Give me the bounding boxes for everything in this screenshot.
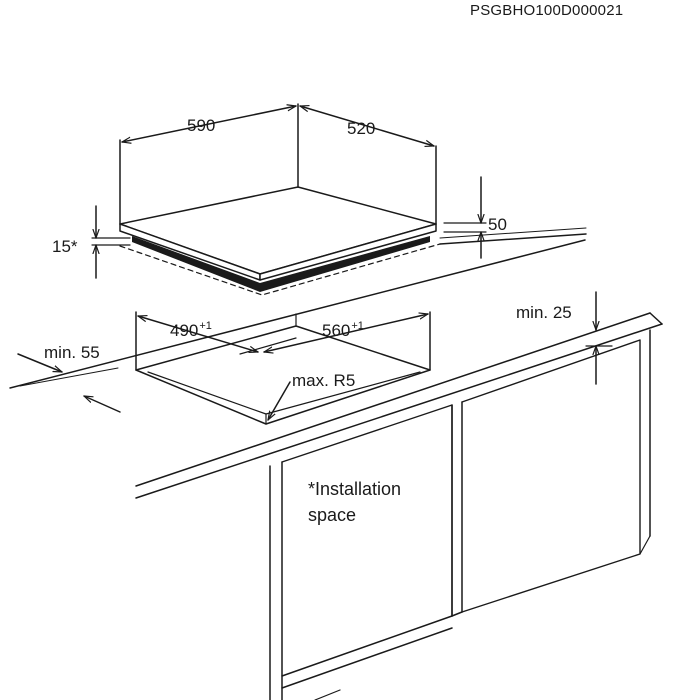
dim-depth-label: 520 <box>347 119 376 138</box>
drawing-code: PSGBHO100D000021 <box>470 2 624 19</box>
r5-leader <box>268 381 291 420</box>
dim-590-line <box>122 106 296 142</box>
dim-width-label: 590 <box>187 116 216 135</box>
dim-520-line <box>300 106 434 146</box>
dim-560-line <box>264 314 428 352</box>
installation-note: *Installation space <box>308 476 401 528</box>
note-line-1: *Installation <box>308 479 402 499</box>
worktop-front-line <box>439 233 587 245</box>
dim-cutout-depth-label: 490+1 <box>170 320 212 340</box>
cabinet <box>269 329 651 700</box>
note-line-2: space <box>308 505 357 525</box>
dim-55-arrow-2 <box>84 395 121 413</box>
cutout-depth-value: 490 <box>170 321 199 340</box>
cutout-depth-tolerance: +1 <box>199 320 212 332</box>
dim-seal-label: 15* <box>52 237 78 256</box>
cutout-width-tolerance: +1 <box>351 320 364 332</box>
corner-radius-label: max. R5 <box>292 371 356 390</box>
cutout <box>135 325 431 425</box>
dim-490-line <box>138 316 258 352</box>
dim-height-label: 50 <box>488 215 507 234</box>
dim-cutout-width-label: 560+1 <box>322 320 364 340</box>
hob-outline <box>119 186 441 296</box>
dim-front-distance-label: min. 55 <box>44 343 100 362</box>
dim-top-distance-label: min. 25 <box>516 303 572 322</box>
cutout-width-value: 560 <box>322 321 351 340</box>
dim-55-arrow-1 <box>17 353 62 373</box>
